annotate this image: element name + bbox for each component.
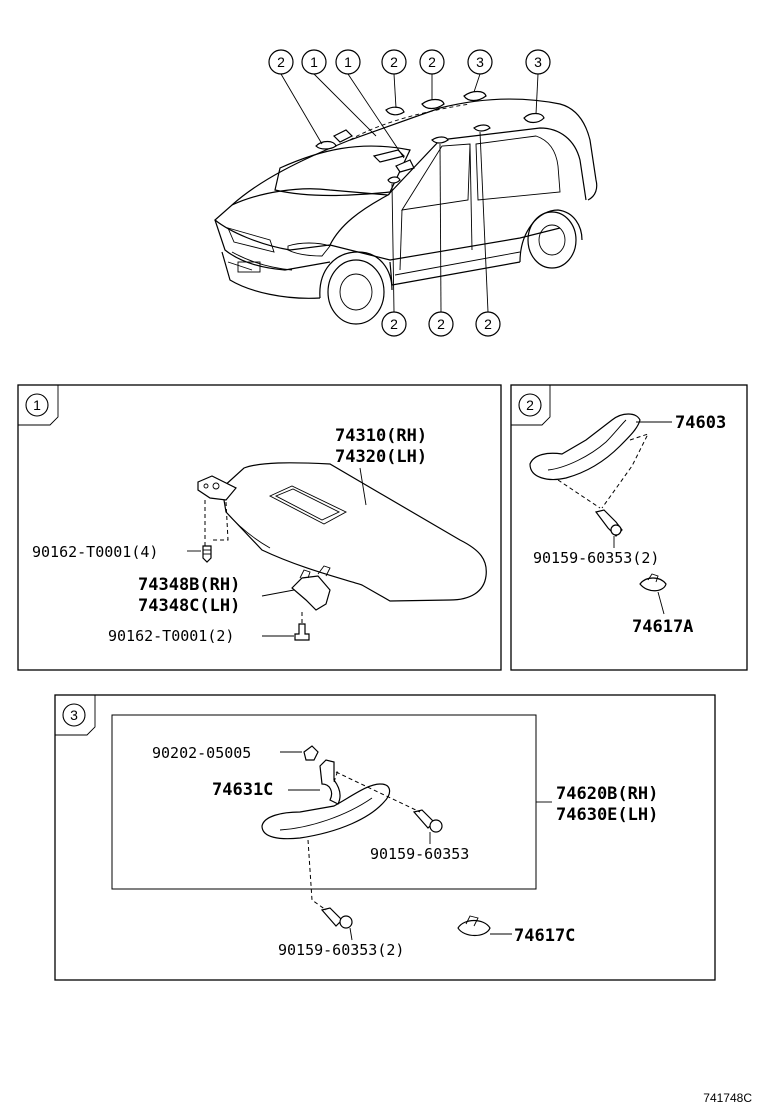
overview-callouts-top: 2 1 1 2 2 3 3 <box>268 49 551 75</box>
panel-tab <box>511 385 551 426</box>
vehicle-overview <box>214 73 598 325</box>
panel-1-frame <box>17 384 502 671</box>
overview-callouts-bottom: 2 2 2 <box>381 311 501 337</box>
svg-text:2: 2 <box>390 316 398 332</box>
label-screw-upper: 90162-T0001(4) <box>32 543 158 561</box>
svg-text:3: 3 <box>476 54 484 70</box>
panel-number-circle <box>62 703 86 727</box>
svg-text:2: 2 <box>437 316 445 332</box>
label-visor-rh: 74310(RH) <box>335 426 427 446</box>
callout-circle: 3 <box>525 49 551 75</box>
callout-circle: 2 <box>268 49 294 75</box>
svg-text:1: 1 <box>310 54 318 70</box>
label-grip-screw: 90159-60353(2) <box>533 549 659 567</box>
panel-2-assist-grip: 2 74603 90159-60353(2) 74617A <box>510 384 748 671</box>
grip-cover <box>639 577 667 592</box>
label-coat-hook: 74631C <box>212 780 273 800</box>
svg-text:2: 2 <box>428 54 436 70</box>
svg-text:2: 2 <box>277 54 285 70</box>
callout-circle: 2 <box>381 311 407 337</box>
panel-number: 2 <box>526 397 534 413</box>
panel-number-circle <box>518 393 542 417</box>
grip-assembly <box>261 783 391 840</box>
label-hook-nut: 90202-05005 <box>152 744 251 762</box>
visor-hinge <box>197 475 237 501</box>
illustration-code: 741748C <box>703 1091 752 1105</box>
panel-tab <box>55 695 96 736</box>
callout-circle: 2 <box>428 311 454 337</box>
callout-circle: 1 <box>301 49 327 75</box>
vanity-mirror <box>268 485 347 525</box>
label-holder-rh: 74348B(RH) <box>138 575 240 595</box>
panel-number: 3 <box>70 707 78 723</box>
label-visor-lh: 74320(LH) <box>335 447 427 467</box>
panel-tab <box>18 385 59 426</box>
panel-2-frame <box>510 384 748 671</box>
svg-text:1: 1 <box>344 54 352 70</box>
label-grip: 74603 <box>675 413 726 433</box>
callout-circle: 2 <box>381 49 407 75</box>
label-screw-lower: 90162-T0001(2) <box>108 627 234 645</box>
grip-cover-3 <box>457 919 491 937</box>
callout-circle: 3 <box>467 49 493 75</box>
panel-number-circle <box>25 393 49 417</box>
panel-3-grip-with-hook: 3 90202-05005 74631C 74620B(RH) 74630E(L… <box>54 694 716 981</box>
label-grip-lh: 74630E(LH) <box>556 805 658 825</box>
callout-circle: 2 <box>475 311 501 337</box>
svg-text:2: 2 <box>484 316 492 332</box>
svg-text:2: 2 <box>390 54 398 70</box>
screw-lower <box>294 623 310 641</box>
hook-nut <box>303 745 319 761</box>
label-grip-rh: 74620B(RH) <box>556 784 658 804</box>
label-holder-lh: 74348C(LH) <box>138 596 240 616</box>
panel-1-sun-visor: 1 74310(RH) 74320(LH) 90162-T0001(4) 7 <box>17 384 502 671</box>
coat-hook <box>319 759 341 805</box>
panel-number: 1 <box>33 397 41 413</box>
label-screw-inner: 90159-60353 <box>370 845 469 863</box>
svg-text:3: 3 <box>534 54 542 70</box>
assembly-box <box>111 714 537 890</box>
sun-visor <box>221 462 487 602</box>
label-screw-outer: 90159-60353(2) <box>278 941 404 959</box>
label-grip-cover: 74617A <box>632 617 693 637</box>
assist-grip <box>529 413 641 481</box>
callout-circle: 1 <box>335 49 361 75</box>
label-grip-cover: 74617C <box>514 926 575 946</box>
callout-circle: 2 <box>419 49 445 75</box>
grip-screw-outer <box>320 907 343 927</box>
panel-3-frame <box>54 694 716 981</box>
visor-holder <box>291 575 331 611</box>
